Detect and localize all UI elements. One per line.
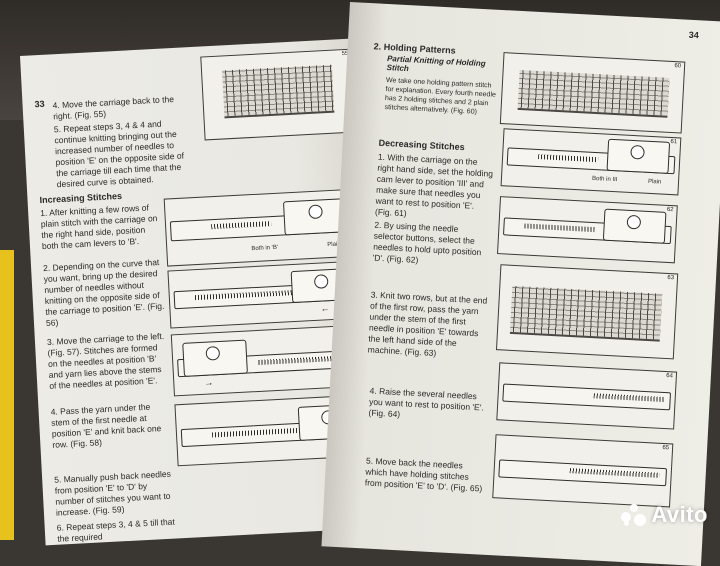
avito-watermark: Avito: [621, 502, 708, 528]
needle-bed: [194, 289, 295, 301]
figure-65: 65: [492, 434, 674, 508]
carriage-dial: [626, 214, 642, 230]
figure-61: 61 Both in III Plain: [500, 128, 682, 196]
left-step-3: 3. Move the carriage to the left. (Fig. …: [46, 330, 165, 391]
left-step-5: 5. Manually push back needles from posit…: [53, 468, 172, 518]
right-step-2: 2. By using the needle selector buttons,…: [372, 219, 482, 265]
fig61-label-right: Plain: [647, 178, 662, 186]
figure-62: 62: [497, 196, 678, 264]
yellow-cover-edge: [0, 250, 14, 540]
carriage-dial: [630, 144, 645, 160]
needle-bed: [211, 427, 303, 438]
needle-bed: [211, 221, 272, 230]
fig61-label-left: Both in III: [591, 175, 618, 184]
carriage-dial: [205, 345, 221, 361]
decreasing-heading: Decreasing Stitches: [378, 137, 465, 153]
watermark-text: Avito: [651, 502, 708, 527]
right-step-4: 4. Raise the several needles you want to…: [368, 385, 484, 420]
left-step-6: 6. Repeat steps 3, 4 & 5 till that the r…: [56, 516, 175, 544]
carriage: [602, 208, 667, 244]
knitting-machine: [502, 383, 672, 411]
needle-bed: [538, 154, 599, 163]
knit-drawing: [509, 285, 663, 342]
carriage-dial: [308, 204, 323, 220]
figure-64: 64: [496, 362, 678, 430]
fig56-label-left: Both in 'B': [251, 244, 279, 253]
right-step-1: 1. With the carriage on the right hand s…: [374, 151, 494, 219]
left-arrow-icon: ←: [320, 303, 330, 314]
knit-drawing: [517, 69, 670, 118]
figure-55: 55: [200, 48, 357, 141]
carriage: [182, 339, 248, 377]
right-page-number: 34: [688, 29, 699, 41]
carriage-dial: [313, 274, 329, 289]
avito-logo-icon: [621, 504, 647, 526]
figure-number: 65: [662, 444, 670, 452]
figure-60: 60: [499, 52, 686, 134]
holding-intro: We take one holding pattern stitch for e…: [384, 76, 497, 116]
right-page: 34 2. Holding Patterns Partial Knitting …: [321, 2, 720, 566]
figure-number: 64: [666, 373, 674, 380]
right-arrow-icon: →: [204, 377, 214, 388]
needle-bed: [524, 223, 595, 233]
figure-number: 63: [667, 274, 675, 282]
knit-drawing: [222, 64, 335, 119]
figure-number: 62: [666, 206, 674, 214]
figure-number: 61: [670, 138, 678, 146]
left-step-1: 1. After knitting a few rows of plain st…: [39, 202, 158, 252]
left-step-2: 2. Depending on the curve that you want,…: [42, 257, 165, 328]
knitting-machine: [498, 459, 668, 487]
figure-63: 63: [495, 264, 679, 360]
right-step-5: 5. Move back the needles which have hold…: [364, 455, 483, 494]
needle-bed: [569, 468, 660, 478]
left-step-4: 4. Pass the yarn under the stem of the f…: [50, 401, 162, 450]
figure-56: 56 Both in 'B' Plain: [163, 188, 365, 267]
right-step-3: 3. Knit two rows, but at the end of the …: [367, 289, 488, 358]
carriage: [606, 138, 671, 174]
figure-number: 60: [674, 63, 682, 70]
needle-bed: [593, 393, 664, 402]
left-page-number: 33: [34, 98, 45, 110]
left-step-top-5: 5. Repeat steps 3, 4 & 4 and continue kn…: [53, 118, 185, 190]
